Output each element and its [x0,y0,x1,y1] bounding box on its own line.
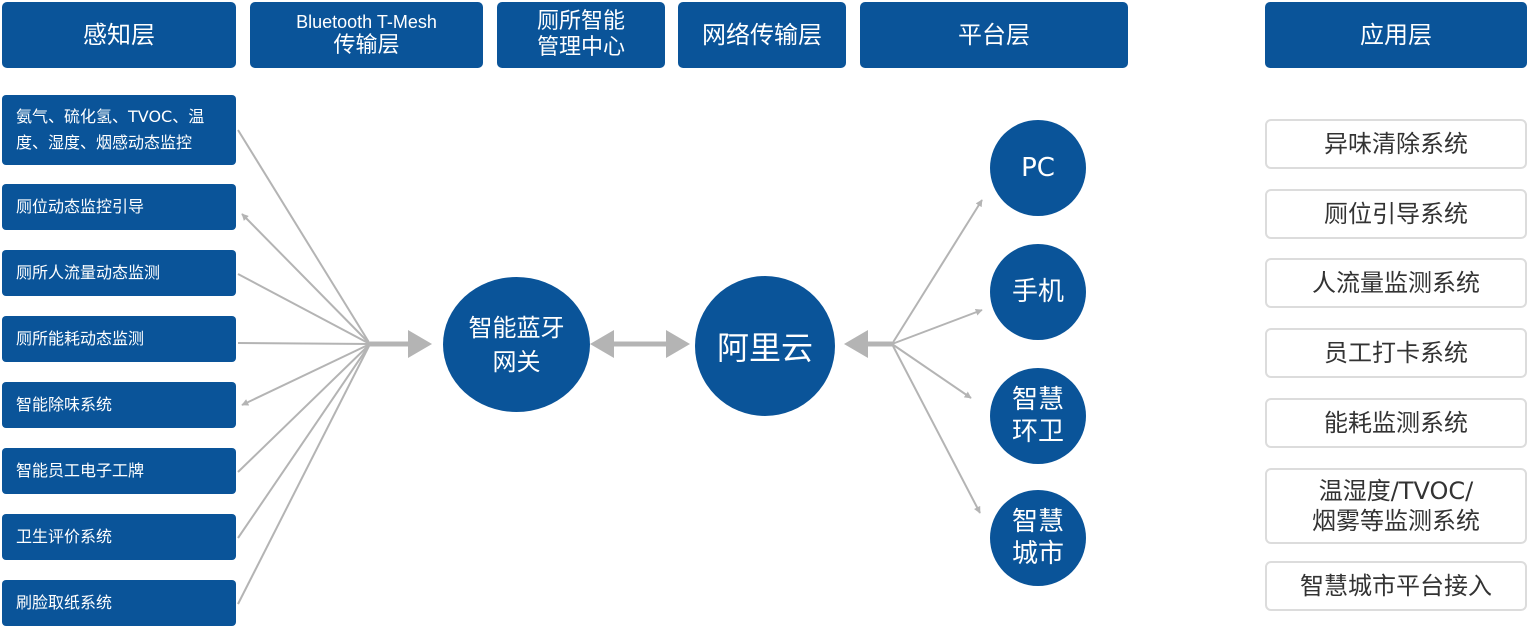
header-application-label: 应用层 [1360,21,1432,49]
bluetooth-gateway-node: 智能蓝牙 网关 [443,277,590,412]
connector-line [891,343,972,399]
header-platform-label: 平台层 [958,21,1030,49]
perception-item: 刷脸取纸系统 [2,580,236,626]
connector-line [241,213,371,345]
terminal-pc: PC [990,120,1086,216]
aliyun-cloud-node: 阿里云 [695,276,835,416]
terminal-smart-city: 智慧 城市 [990,490,1086,586]
application-item: 温湿度/TVOC/ 烟雾等监测系统 [1265,468,1527,544]
application-item-label: 异味清除系统 [1324,130,1468,158]
perception-item-label: 智能除味系统 [16,395,113,414]
arrowhead [666,330,690,358]
header-toilet-center: 厕所智能 管理中心 [497,2,665,68]
header-transport: Bluetooth T-Mesh 传输层 [250,2,483,68]
application-item: 能耗监测系统 [1265,398,1527,448]
perception-item: 氨气、硫化氢、TVOC、温度、湿度、烟感动态监控 [2,95,236,165]
arrowhead [590,330,614,358]
perception-item: 厕位动态监控引导 [2,184,236,230]
application-item-label: 人流量监测系统 [1312,269,1480,297]
application-item: 异味清除系统 [1265,119,1527,169]
application-item: 智慧城市平台接入 [1265,561,1527,611]
perception-item-label: 刷脸取纸系统 [16,593,113,612]
gateway-line1: 智能蓝牙 [468,313,565,342]
application-item-line2: 烟雾等监测系统 [1312,507,1480,535]
connector-line [891,308,983,345]
connector-line [241,343,371,406]
application-item: 员工打卡系统 [1265,328,1527,378]
connector-line [237,273,371,345]
terminal-line1: 手机 [1011,277,1064,307]
terminal-line1: 智慧 [1011,507,1064,537]
perception-item-label: 厕位动态监控引导 [16,197,145,216]
terminal-phone: 手机 [990,244,1086,340]
terminal-line1: 智慧 [1011,385,1064,415]
perception-item-label: 厕所人流量动态监测 [16,263,161,282]
header-network-label: 网络传输层 [702,21,822,49]
perception-item: 智能除味系统 [2,382,236,428]
terminal-smart-sanitation: 智慧 环卫 [990,368,1086,464]
perception-item-label: 智能员工电子工牌 [16,461,145,480]
application-item-label: 厕位引导系统 [1324,200,1468,228]
terminal-line2: 环卫 [1011,417,1064,447]
perception-item-label: 氨气、硫化氢、TVOC、温度、湿度、烟感动态监控 [16,107,205,152]
header-transport-line2: 传输层 [333,33,400,58]
arrowhead [408,330,432,358]
arrowhead [844,330,868,358]
application-item-label: 员工打卡系统 [1324,339,1468,367]
application-item: 人流量监测系统 [1265,258,1527,308]
application-item-label: 智慧城市平台接入 [1300,572,1492,600]
gateway-line2: 网关 [492,347,541,376]
connector-line [891,199,983,345]
connector-line [237,343,371,539]
header-perception-label: 感知层 [83,21,155,49]
header-transport-line1: Bluetooth T-Mesh [296,12,437,32]
perception-item-label: 卫生评价系统 [16,527,113,546]
application-item-label: 能耗监测系统 [1324,409,1468,437]
header-application: 应用层 [1265,2,1527,68]
header-toilet-center-line2: 管理中心 [536,35,625,60]
perception-item: 卫生评价系统 [2,514,236,560]
connector-line [237,129,371,345]
header-platform: 平台层 [860,2,1128,68]
connector-line [237,343,371,605]
perception-item: 厕所能耗动态监测 [2,316,236,362]
connector-line [891,343,981,514]
header-perception: 感知层 [2,2,236,68]
perception-item-label: 厕所能耗动态监测 [16,329,145,348]
perception-item: 智能员工电子工牌 [2,448,236,494]
perception-item: 厕所人流量动态监测 [2,250,236,296]
application-item-line1: 温湿度/TVOC/ [1318,477,1474,505]
connector-line [237,343,371,473]
connector-line [237,342,371,345]
cloud-label: 阿里云 [716,329,813,367]
terminal-line2: 城市 [1011,539,1064,569]
header-toilet-center-line1: 厕所智能 [536,9,625,34]
application-item: 厕位引导系统 [1265,189,1527,239]
terminal-line1: PC [1021,153,1055,183]
header-network: 网络传输层 [678,2,846,68]
